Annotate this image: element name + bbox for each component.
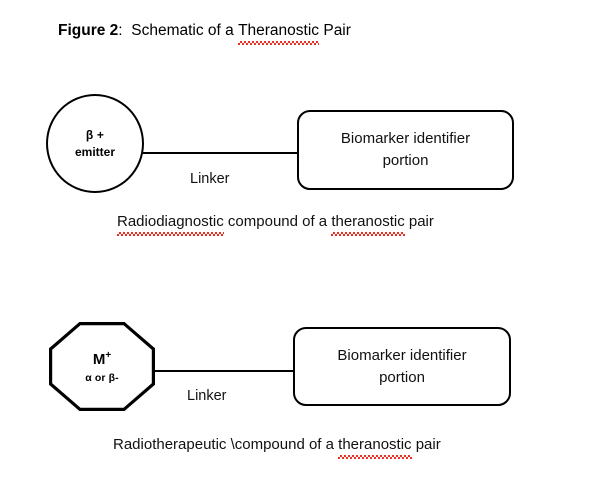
linker-line-radiotherapeutic [153, 370, 294, 372]
node-biomarker-text-bottom: Biomarker identifier portion [337, 345, 466, 389]
figure-title-separator: : [118, 22, 123, 39]
node-biomarker-identifier-portion-top: Biomarker identifier portion [297, 110, 514, 190]
node-metal-symbol: M [92, 351, 106, 368]
octagon-shape-icon [49, 322, 155, 411]
caption-post-radiotherapeutic: pair [411, 436, 441, 453]
node-beta-plus-emitter-line1: β + [85, 127, 105, 142]
linker-label-radiodiagnostic: Linker [190, 171, 230, 187]
caption-misspelled-radiodiagnostic: Radiodiagnostic [117, 211, 224, 236]
linker-line-radiodiagnostic [143, 152, 298, 154]
figure-title-text-post: Pair [319, 22, 351, 39]
node-metal-text: M+ α or β- [85, 346, 118, 387]
node-biomarker-text-top: Biomarker identifier portion [341, 128, 470, 172]
node-biomarker-line1-bottom: Biomarker identifier [337, 346, 467, 364]
caption-mid-radiodiagnostic: compound of a [223, 213, 332, 230]
node-metal-line1: M+ [93, 346, 111, 369]
caption-post-radiodiagnostic: pair [404, 213, 434, 230]
figure-label: Figure 2 [58, 22, 119, 39]
caption-pre-radiotherapeutic: Radiotherapeutic \compound of a [113, 436, 339, 453]
node-metal-alpha-beta-emitter: M+ α or β- [49, 322, 155, 411]
caption-misspelled-theranostic-bottom: theranostic [338, 434, 412, 459]
node-biomarker-identifier-portion-bottom: Biomarker identifier portion [293, 327, 511, 406]
node-biomarker-line2-top: portion [382, 152, 429, 169]
node-biomarker-line2-bottom: portion [379, 368, 425, 386]
caption-misspelled-theranostic-top: theranostic [331, 211, 406, 236]
caption-radiotherapeutic: Radiotherapeutic \compound of a theranos… [113, 434, 441, 459]
node-beta-plus-emitter-line2: emitter [74, 144, 115, 159]
figure-title-text-pre: Schematic of a [131, 22, 239, 39]
node-biomarker-line1-top: Biomarker identifier [340, 130, 471, 147]
figure-title-misspelled-word: Theranostic [238, 20, 319, 45]
node-metal-charge: + [105, 350, 112, 361]
figure-title: Figure 2: Schematic of a Theranostic Pai… [58, 20, 351, 45]
caption-radiodiagnostic: Radiodiagnostic compound of a theranosti… [117, 211, 434, 236]
linker-label-radiotherapeutic: Linker [187, 388, 227, 404]
node-beta-plus-emitter: β + emitter [46, 94, 144, 193]
node-metal-line2: α or β- [85, 372, 119, 384]
